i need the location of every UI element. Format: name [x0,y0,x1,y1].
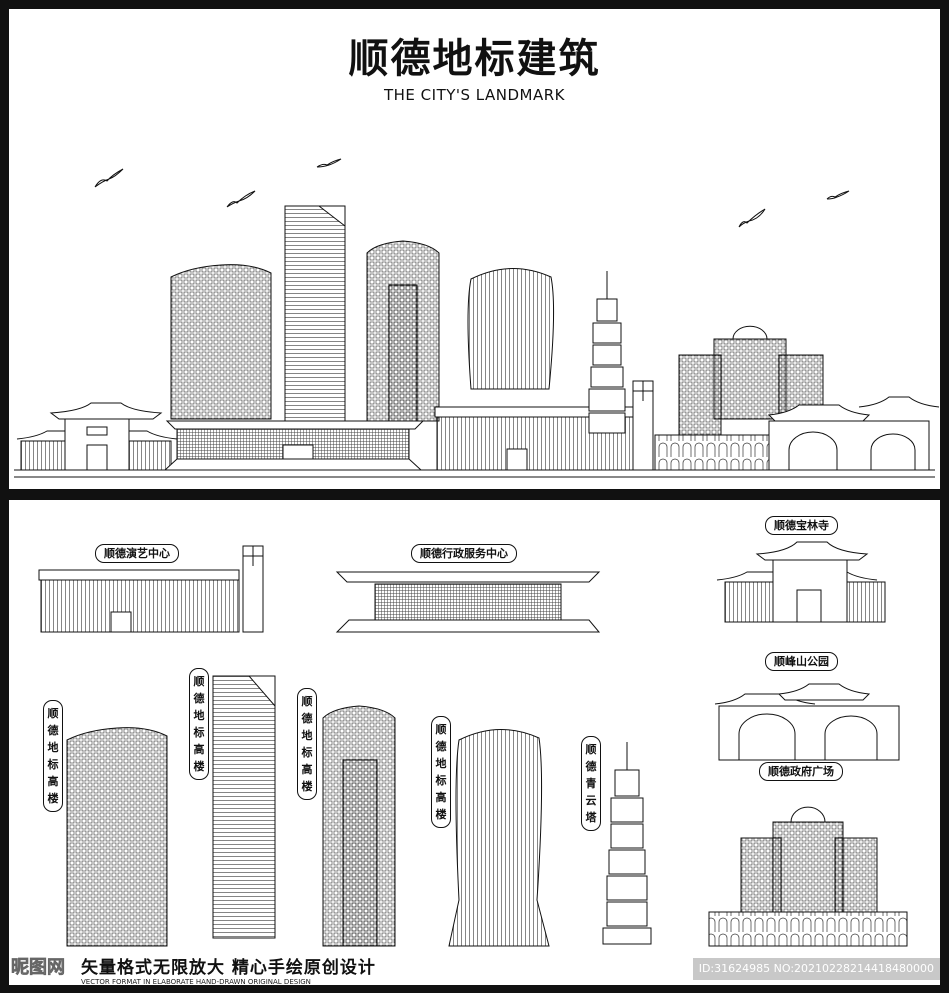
baolin-temple-drawing [16,402,178,471]
qingyun-pagoda-drawing [588,271,626,434]
label-performing-arts-center: 顺德演艺中心 [95,544,179,563]
skyline-illustration [14,158,940,478]
label-admin-service-center: 顺德行政服务中心 [411,544,517,563]
shunfeng-park-drawing [767,396,940,471]
label-landmark-tower-2: 顺德地标高楼 [189,668,209,780]
label-landmark-tower-4: 顺德地标高楼 [431,716,451,828]
page-subtitle: THE CITY'S LANDMARK [383,86,566,104]
catalog-panel: 顺德演艺中心 顺德行政服务中心 顺德宝林寺 顺峰山公园 顺德政府广场 顺德地标高… [9,500,940,986]
bird-icon [94,158,850,228]
qingyun-pagoda-drawing [602,742,652,945]
label-landmark-tower-3: 顺德地标高楼 [297,688,317,800]
label-qingyun-pagoda: 顺德青云塔 [581,736,601,831]
label-government-plaza: 顺德政府广场 [759,762,843,781]
label-shunfeng-park: 顺峰山公园 [765,652,838,671]
page-title: 顺德地标建筑 [348,36,601,82]
slogan: 矢量格式无限放大 精心手绘原创设计 [81,958,376,978]
watermark-logo: 昵图网 [11,957,66,979]
buildings-illustration [38,541,908,947]
label-baolin-temple: 顺德宝林寺 [765,516,838,535]
watermark-id: ID:31624985 NO:20210228214418480000 [692,958,940,980]
slogan-english: VECTOR FORMAT IN ELABORATE HAND-DRAWN OR… [81,978,311,986]
skyline-panel: 顺德地标建筑 THE CITY'S LANDMARK [9,9,940,489]
label-landmark-tower-1: 顺德地标高楼 [43,700,63,812]
